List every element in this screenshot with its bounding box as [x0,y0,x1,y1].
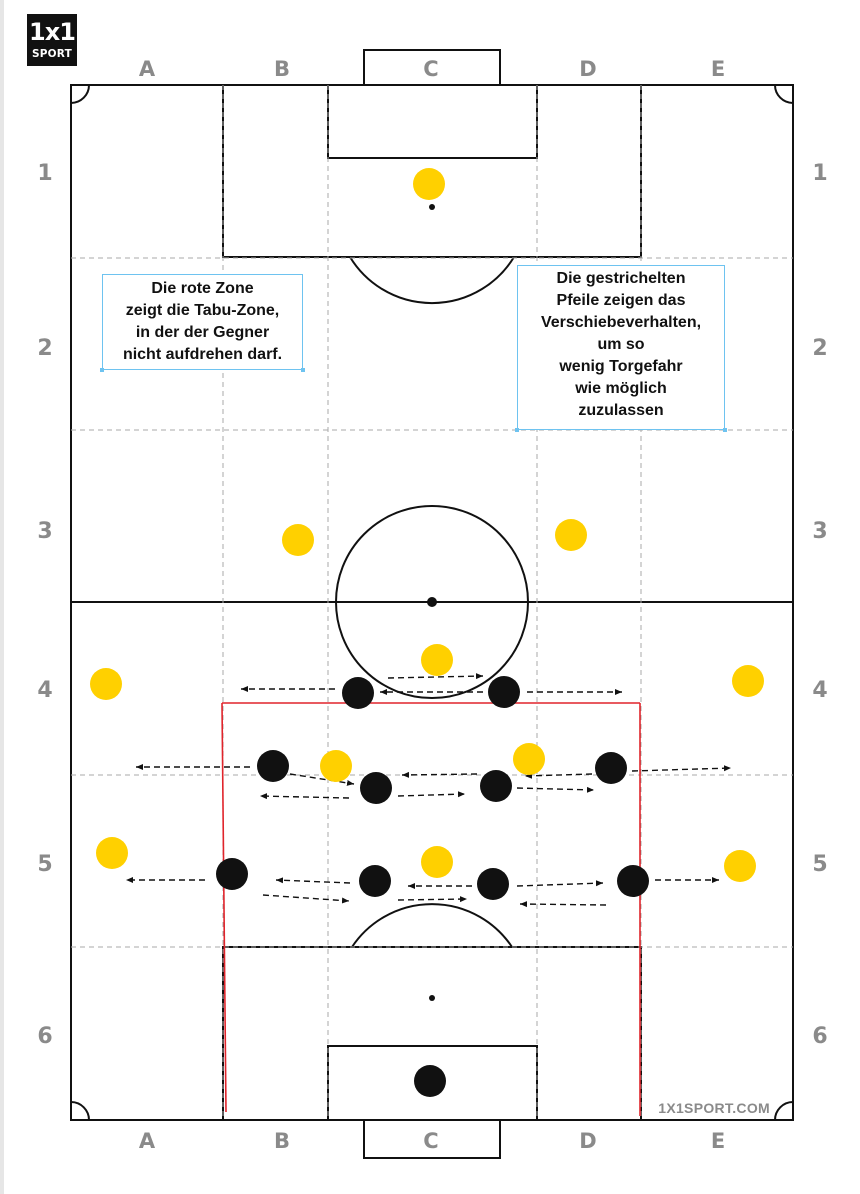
row-label-4: 4 [37,678,52,703]
column-label-a: A [139,1129,156,1153]
yellow-player [421,644,453,676]
corner-arc-top-right [774,84,794,104]
black-player [216,858,248,890]
shift-arrow [275,877,351,884]
center-circle [335,505,529,699]
shift-arrow [387,673,484,680]
column-label-b: B [274,57,290,81]
row-label-6: 6 [812,1024,827,1049]
bottom-goal [363,1119,501,1159]
column-label-b: B [274,1129,290,1153]
note-shift-arrows: Die gestrichelten Pfeile zeigen das Vers… [515,265,727,432]
center-spot [427,597,437,607]
black-player [595,752,627,784]
shift-arrow [519,901,607,908]
black-player [617,865,649,897]
yellow-player [421,846,453,878]
yellow-player [282,524,314,556]
shift-arrow [524,772,593,779]
shift-arrow [262,894,350,904]
bottom-penalty-spot [429,995,435,1001]
black-player [477,868,509,900]
row-labels-left: 1 2 3 4 5 6 [37,161,52,1049]
yellow-player [513,743,545,775]
row-label-3: 3 [37,519,52,544]
black-player [257,750,289,782]
shift-arrow [259,793,350,800]
row-label-4: 4 [812,678,827,703]
note-tabu-zone: Die rote Zone zeigt die Tabu-Zone, in de… [100,274,305,372]
black-player [360,772,392,804]
logo-word: SPORT [32,48,72,60]
row-labels-right: 1 2 3 4 5 6 [812,161,827,1049]
bottom-penalty-arc [351,903,513,948]
brand-watermark: 1X1SPORT.COM [658,1100,770,1116]
black-player [342,677,374,709]
corner-arc-bottom-left [70,1101,90,1121]
row-label-1: 1 [37,161,52,186]
logo-mark: 1x1 [29,18,76,46]
shift-arrow [397,896,468,903]
row-label-3: 3 [812,519,827,544]
yellow-player [724,850,756,882]
black-player [488,676,520,708]
yellow-player [96,837,128,869]
column-label-d: D [579,57,596,81]
top-goal-box [327,84,538,159]
yellow-player [90,668,122,700]
column-label-a: A [139,57,156,81]
corner-arc-bottom-right [774,1101,794,1121]
shift-arrow [631,765,732,772]
defending-team [216,676,649,1097]
row-label-2: 2 [37,336,52,361]
column-label-d: D [579,1129,596,1153]
yellow-player [732,665,764,697]
shift-arrow [401,771,478,778]
row-label-5: 5 [812,852,827,877]
shift-arrow [516,786,595,793]
top-penalty-arc [349,256,515,304]
column-label-c: C [423,1129,438,1153]
shift-arrow [397,791,466,798]
column-label-c: C [423,57,438,81]
shift-arrows [126,673,732,908]
row-label-2: 2 [812,336,827,361]
top-goal [363,49,501,86]
corner-arc-top-left [70,84,90,104]
yellow-player [555,519,587,551]
tabu-zone [221,702,641,1116]
brand-logo: 1x1 SPORT [27,14,77,66]
black-player [480,770,512,802]
row-label-5: 5 [37,852,52,877]
column-label-e: E [711,1129,725,1153]
row-label-1: 1 [812,161,827,186]
column-labels-bottom: A B C D E [139,1129,725,1153]
column-labels-top: A B C D E [139,57,725,81]
yellow-player [320,750,352,782]
black-player [359,865,391,897]
top-penalty-spot [429,204,435,210]
row-label-6: 6 [37,1024,52,1049]
zone-grid [71,85,793,1120]
page-edge [0,0,4,1194]
black-goalkeeper [414,1065,446,1097]
column-label-e: E [711,57,725,81]
shift-arrow [516,880,604,887]
yellow-player [413,168,445,200]
attacking-team [90,168,764,882]
shift-arrow [289,773,355,786]
